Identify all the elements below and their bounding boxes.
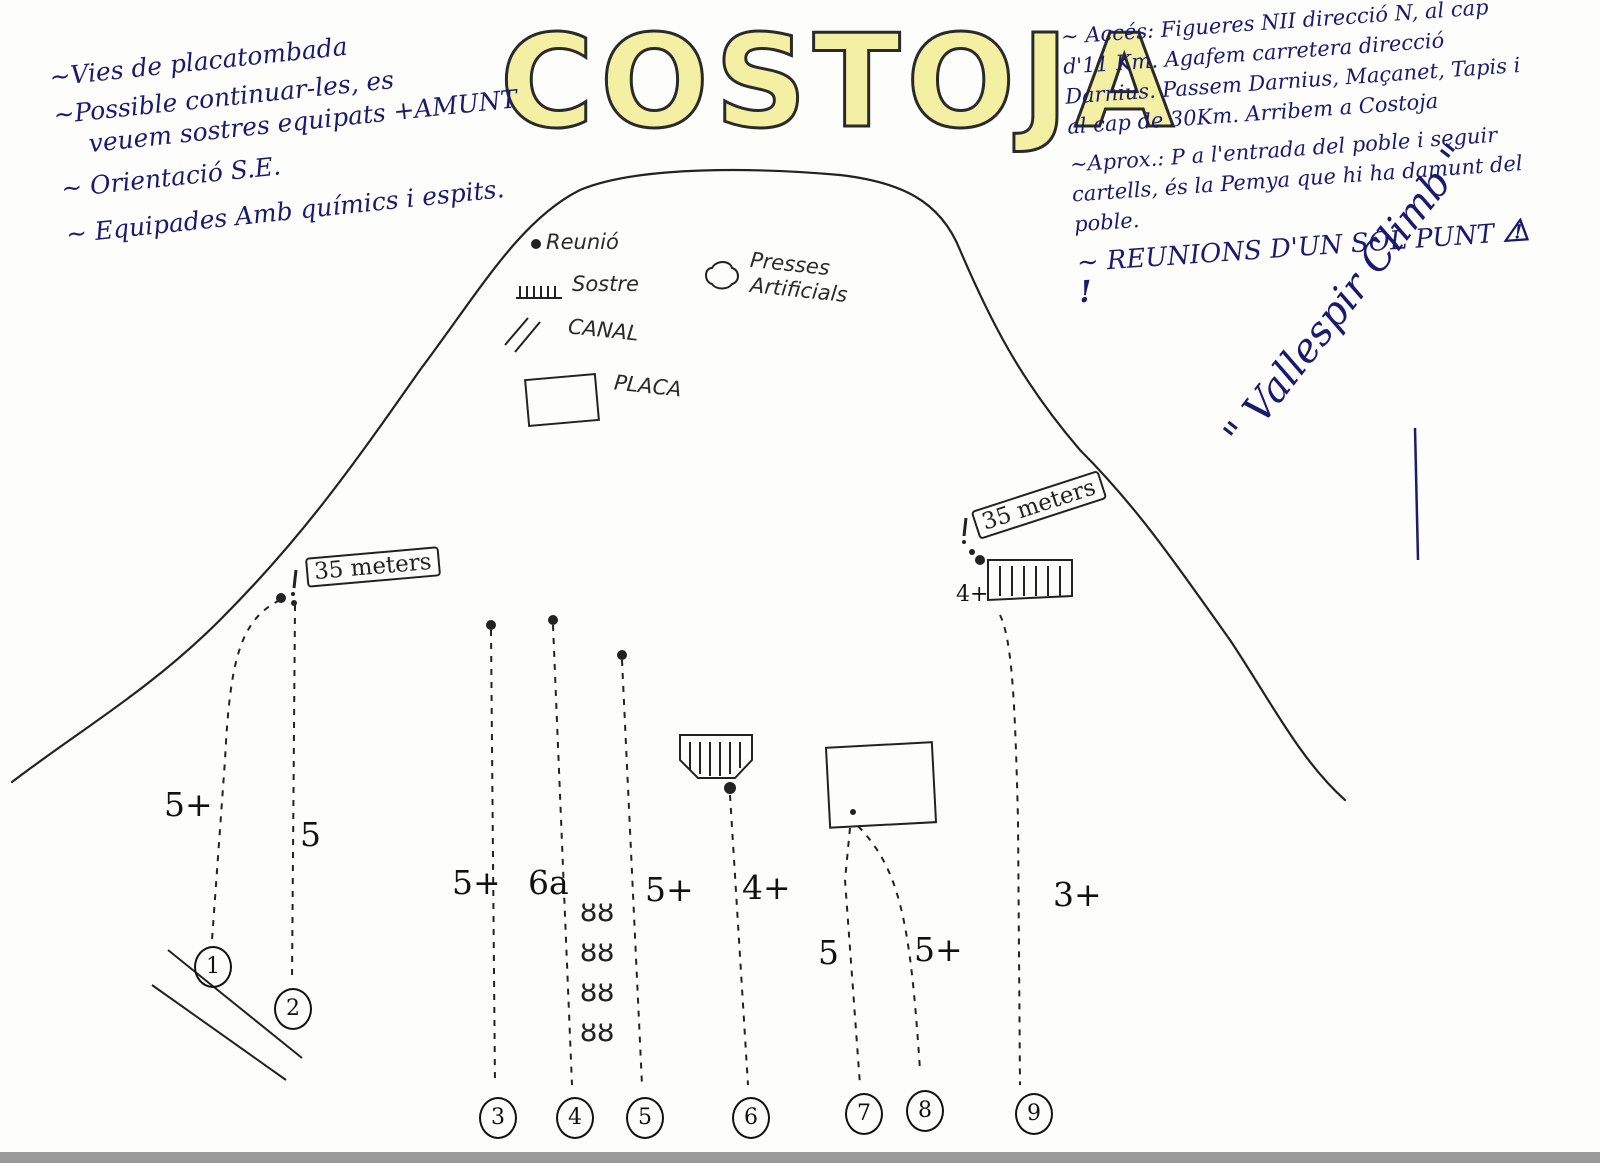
route-1-base: [151, 949, 303, 1081]
anchor-left: [276, 593, 286, 603]
route-number-6[interactable]: 6: [732, 1097, 770, 1139]
route-line-9: [999, 614, 1021, 1086]
grade-route-1: 5+: [164, 785, 213, 824]
anchor-6: [724, 782, 736, 794]
route-line-7: [843, 827, 861, 1086]
holds-row: ȣȣ: [580, 895, 615, 928]
legend-sostre-label: Sostre: [572, 272, 639, 296]
artificial-holds: ȣȣ ȣȣ ȣȣ ȣȣ: [580, 892, 614, 1052]
route-line-1: [211, 599, 281, 941]
legend-sostre-symbol: [516, 286, 562, 299]
grade-route-9: 3+: [1053, 875, 1102, 914]
crag-outline: [10, 168, 1347, 802]
route-number-3[interactable]: 3: [479, 1097, 517, 1139]
roof-route-9: [987, 559, 1073, 602]
right-anchor-grade: 4+: [956, 582, 989, 607]
anchor-right: [975, 555, 985, 565]
route-line-8: [857, 825, 921, 1071]
slab-routes-7-8: [824, 741, 938, 829]
left-exclamation: [292, 569, 298, 589]
grade-route-3: 5+: [452, 863, 501, 902]
legend-canal-symbol: [504, 317, 541, 353]
scan-edge: [0, 1152, 1600, 1163]
holds-row: ȣȣ: [580, 1015, 615, 1048]
holds-row: ȣȣ: [580, 935, 615, 968]
legend-placa-symbol: [524, 372, 600, 428]
route-number-1[interactable]: 1: [194, 946, 232, 988]
route-line-2: [291, 604, 296, 981]
anchor-4: [548, 615, 558, 625]
route-line-4: [552, 624, 573, 1086]
route-number-8[interactable]: 8: [906, 1090, 944, 1132]
grade-route-4: 6a: [528, 863, 569, 902]
route-line-5: [621, 659, 643, 1086]
legend-presses-symbol: [705, 261, 739, 290]
grade-route-2: 5: [300, 815, 321, 854]
legend-reunio-label: Reunió: [546, 230, 619, 254]
signature-stroke: [1413, 427, 1420, 561]
anchor-3: [486, 620, 496, 630]
crag-title: COSTOJA: [499, 7, 1180, 159]
right-exclamation: [962, 517, 968, 537]
route-number-4[interactable]: 4: [556, 1097, 594, 1139]
grade-route-8: 5+: [914, 930, 963, 969]
legend-reunio-dot: [531, 239, 541, 249]
route-number-7[interactable]: 7: [845, 1093, 883, 1135]
roof-route-6: [679, 734, 753, 779]
grade-route-5: 5+: [645, 870, 694, 909]
holds-row: ȣȣ: [580, 975, 615, 1008]
route-number-9[interactable]: 9: [1015, 1093, 1053, 1135]
anchor-78: [850, 809, 856, 815]
route-line-6: [729, 794, 749, 1086]
route-number-2[interactable]: 2: [274, 988, 312, 1030]
route-line-3: [490, 629, 496, 1086]
anchor-5: [617, 650, 627, 660]
route-number-5[interactable]: 5: [626, 1097, 664, 1139]
grade-route-6: 4+: [742, 868, 791, 907]
grade-route-7: 5: [818, 933, 839, 972]
